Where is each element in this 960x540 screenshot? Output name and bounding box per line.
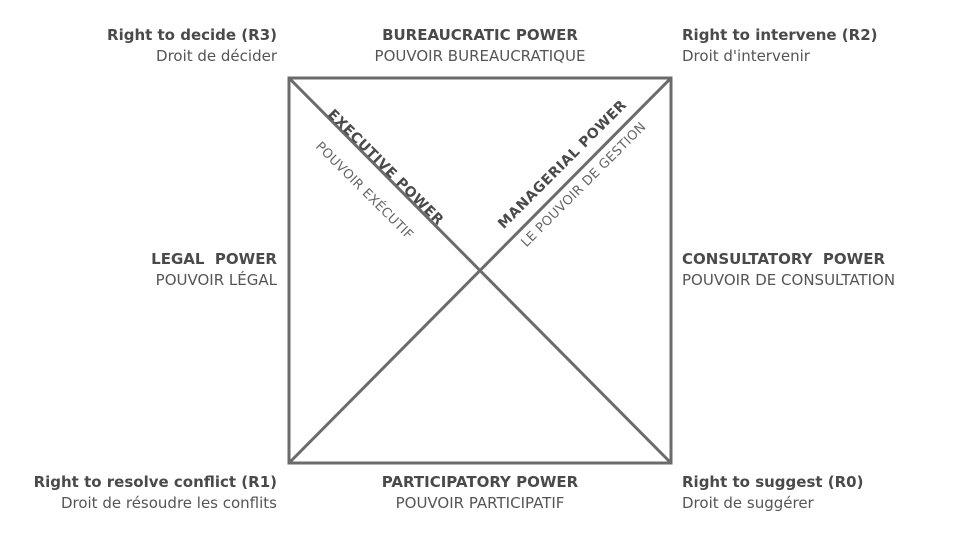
side-label-right: CONSULTATORY POWER POUVOIR DE CONSULTATI… <box>682 249 895 291</box>
bureaucratic-power-title: BUREAUCRATIC POWER <box>382 26 578 44</box>
corner-label-bottom-left: Right to resolve conflict (R1) Droit de … <box>34 472 277 514</box>
side-label-bottom: PARTICIPATORY POWER POUVOIR PARTICIPATIF <box>382 472 578 514</box>
corner-subtitle-r1: Droit de résoudre les conflits <box>60 494 277 512</box>
corner-title-r2: Right to intervene (R2) <box>682 26 878 44</box>
diagonal-managerial-line <box>287 76 673 465</box>
side-label-top: BUREAUCRATIC POWER POUVOIR BUREAUCRATIQU… <box>375 25 586 67</box>
corner-title-r0: Right to suggest (R0) <box>682 473 864 491</box>
legal-power-title: LEGAL POWER <box>151 250 277 268</box>
consultatory-power-title: CONSULTATORY POWER <box>682 250 885 268</box>
consultatory-power-subtitle: POUVOIR DE CONSULTATION <box>682 271 896 289</box>
square-frame <box>287 76 673 465</box>
corner-subtitle-r3: Droit de décider <box>156 47 277 65</box>
side-label-left: LEGAL POWER POUVOIR LÉGAL <box>151 249 277 291</box>
corner-label-bottom-right: Right to suggest (R0) Droit de suggérer <box>682 472 863 514</box>
corner-subtitle-r2: Droit d'intervenir <box>682 47 810 65</box>
participatory-power-title: PARTICIPATORY POWER <box>381 473 579 491</box>
corner-subtitle-r0: Droit de suggérer <box>682 494 814 512</box>
corner-title-r1: Right to resolve conflict (R1) <box>33 473 277 491</box>
corner-label-top-left: Right to decide (R3) Droit de décider <box>107 25 277 67</box>
bureaucratic-power-subtitle: POUVOIR BUREAUCRATIQUE <box>374 47 586 65</box>
participatory-power-subtitle: POUVOIR PARTICIPATIF <box>395 494 565 512</box>
corner-title-r3: Right to decide (R3) <box>107 26 277 44</box>
legal-power-subtitle: POUVOIR LÉGAL <box>155 271 277 289</box>
corner-label-top-right: Right to intervene (R2) Droit d'interven… <box>682 25 877 67</box>
